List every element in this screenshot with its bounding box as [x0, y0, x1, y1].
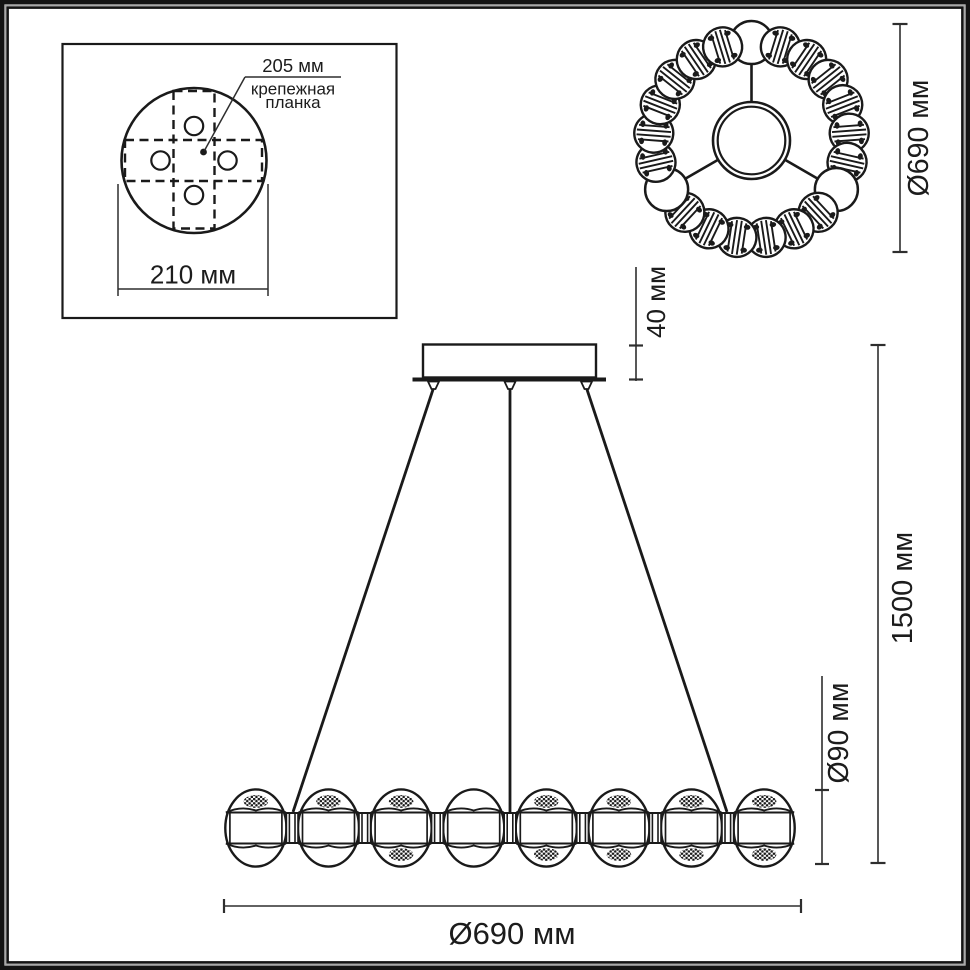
ball-connector [357, 812, 372, 844]
facet-dots-top [606, 795, 632, 808]
facet-dots-top [679, 795, 704, 808]
mounting-detail-box: 205 мм крепежная планка 210 мм [61, 42, 398, 320]
fixture-diameter-label: Ø690 мм [448, 916, 575, 951]
cable-grippers [426, 380, 594, 390]
patterned-bead [828, 112, 870, 154]
chandelier-ball [514, 788, 579, 868]
chandelier-ball [369, 788, 433, 868]
plate-width-dimension [117, 184, 269, 296]
bracket-label-line2: планка [265, 93, 321, 112]
ball-connector [575, 812, 590, 844]
facet-dots-top [751, 795, 777, 808]
chandelier-ball [659, 788, 724, 868]
cable-right [585, 387, 729, 813]
screw-hole-right [217, 150, 238, 171]
facet-dots-bottom [606, 848, 632, 861]
patterned-bead [701, 26, 744, 68]
side-view: 40 мм 1500 мм Ø90 мм Ø690 мм [222, 266, 919, 951]
ball-diameter-dimension [815, 676, 829, 866]
ball-connector [720, 812, 735, 844]
leader-line [203, 76, 246, 151]
screw-hole-bottom [183, 184, 205, 206]
canopy-top-inner [716, 105, 787, 176]
chandelier-ball [732, 788, 796, 868]
center-point [200, 148, 207, 156]
screw-hole-top [183, 115, 205, 137]
canopy-height-dimension [629, 267, 643, 381]
canopy-height-label: 40 мм [641, 266, 671, 338]
canopy-base-circle [120, 86, 268, 235]
ceiling-canopy [421, 343, 598, 379]
facet-dots-top [243, 795, 269, 808]
bead-ring [633, 19, 870, 259]
ball-connector [503, 812, 517, 844]
chandelier-ball [587, 788, 651, 868]
topview-diameter-dimension [892, 22, 908, 254]
chandelier-ball [224, 788, 288, 868]
crystal-ball-row [224, 788, 796, 868]
plate-diameter-label: 210 мм [150, 260, 236, 290]
facet-dots-bottom [534, 848, 559, 861]
suspension-height-dimension [870, 343, 886, 865]
hole-spacing-label: 205 мм [262, 55, 323, 76]
topview-diameter-label: Ø690 мм [903, 80, 935, 197]
facet-dots-bottom [388, 848, 414, 861]
cable-left [291, 387, 435, 813]
ball-connector [430, 812, 445, 844]
ball-connector [648, 812, 663, 844]
screw-hole-left [150, 150, 171, 171]
suspension-height-label: 1500 мм [887, 532, 919, 644]
mounting-bracket-cross [123, 89, 264, 230]
facet-dots-top [388, 795, 414, 808]
fixture-diameter-dimension [222, 899, 803, 913]
facet-dots-top [316, 795, 341, 808]
canopy-base-plate [412, 377, 606, 382]
top-view: Ø690 мм [633, 19, 935, 259]
chandelier-ball [441, 788, 506, 868]
canopy-top-outer [711, 100, 792, 181]
facet-dots-top [534, 795, 559, 808]
patterned-bead [635, 141, 677, 184]
chandelier-ball [296, 788, 361, 868]
bracket-label-line1: крепежная [251, 80, 335, 99]
suspension-cables [291, 387, 729, 813]
facet-dots-bottom [751, 848, 777, 861]
ball-diameter-label: Ø90 мм [823, 683, 855, 784]
facet-dots-bottom [679, 848, 704, 861]
ball-connector [285, 812, 300, 844]
screw-holes [150, 115, 238, 206]
